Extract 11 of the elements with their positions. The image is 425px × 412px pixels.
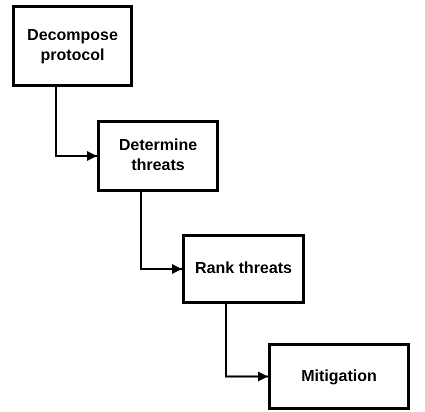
step-label: Determine threats (118, 136, 198, 176)
step-label: Decompose protocol (26, 26, 119, 66)
arrow (140, 192, 182, 274)
process-box (97, 120, 219, 192)
step-label: Mitigation (301, 366, 377, 386)
process-box (12, 5, 133, 87)
process-box (182, 234, 305, 304)
arrow (225, 304, 268, 382)
process-box (268, 343, 410, 410)
arrow (55, 87, 97, 161)
step-label: Rank threats (195, 259, 292, 279)
